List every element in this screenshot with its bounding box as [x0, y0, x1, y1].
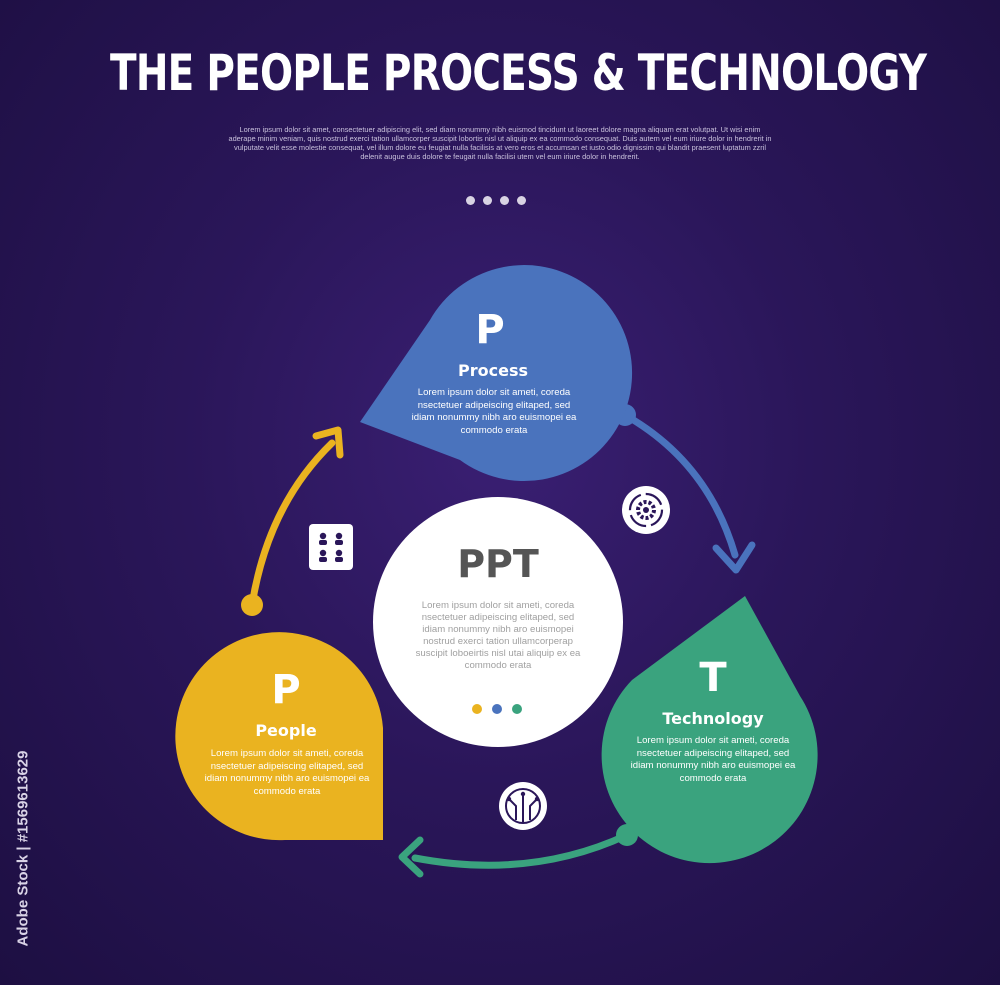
people-drop [175, 632, 383, 841]
arrow-people-to-process [241, 426, 344, 616]
header-dots [466, 192, 534, 205]
people-group-icon [309, 524, 353, 570]
circuit-tree-icon [499, 782, 547, 830]
technology-drop [601, 596, 818, 864]
arrow-process-to-technology [614, 404, 756, 574]
dot [483, 196, 492, 205]
process-letter: P [475, 307, 505, 353]
process-body: Lorem ipsum dolor sit ameti, coreda nsec… [411, 387, 577, 436]
technology-letter: T [699, 655, 727, 701]
people-title: People [255, 721, 317, 740]
technology-body: Lorem ipsum dolor sit ameti, coreda nsec… [630, 735, 796, 784]
watermark: Adobe Stock | #1569613629 [8, 740, 32, 970]
center-title: PPT [457, 542, 539, 586]
people-letter: P [271, 667, 301, 713]
dot [517, 196, 526, 205]
process-drop [360, 265, 633, 482]
page-title: THE PEOPLE PROCESS & TECHNOLOGY [110, 44, 927, 102]
dot [466, 196, 475, 205]
technology-title: Technology [662, 709, 764, 728]
dot [500, 196, 509, 205]
process-title: Process [458, 361, 528, 380]
center-dot-green [512, 704, 522, 714]
intro-paragraph: Lorem ipsum dolor sit amet, consectetuer… [228, 125, 772, 161]
watermark-text: Adobe Stock | #1569613629 [14, 750, 32, 947]
center-dot-blue [492, 704, 502, 714]
center-body: Lorem ipsum dolor sit ameti, coreda nsec… [415, 600, 581, 671]
center-circle [373, 497, 623, 747]
arrow-technology-to-people [398, 824, 638, 878]
center-dot-yellow [472, 704, 482, 714]
people-body: Lorem ipsum dolor sit ameti, coreda nsec… [204, 748, 370, 797]
gear-cycle-icon [622, 486, 670, 534]
